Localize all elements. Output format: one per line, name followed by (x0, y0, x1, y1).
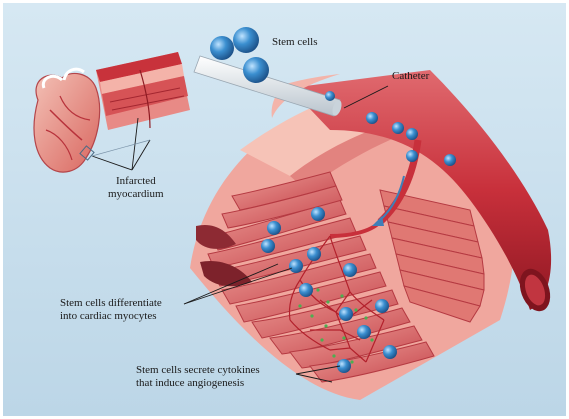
stem-cell (383, 345, 397, 359)
stem-cell (325, 91, 335, 101)
infarcted-myocardium-label-line2: myocardium (108, 188, 164, 200)
differentiate-label-line2: into cardiac myocytes (60, 310, 157, 322)
stem-cell (210, 36, 234, 60)
infarcted-myocardium-label-line1: Infarcted (116, 175, 156, 187)
stem-cell (375, 299, 389, 313)
stem-cell (267, 221, 281, 235)
catheter-label: Catheter (392, 70, 429, 82)
stem-cell (233, 27, 259, 53)
stem-cell (392, 122, 404, 134)
stem-cell (357, 325, 371, 339)
stem-cell (311, 207, 325, 221)
cytokines-label-line2: that induce angiogenesis (136, 377, 244, 389)
stem-cell (243, 57, 269, 83)
stem-cell (307, 247, 321, 261)
cytokines-label-line1: Stem cells secrete cytokines (136, 364, 260, 376)
stem-cell (406, 128, 418, 140)
stem-cell (366, 112, 378, 124)
stem-cell (299, 283, 313, 297)
stem-cell (444, 154, 456, 166)
stem-cell (406, 150, 418, 162)
differentiate-label-line1: Stem cells differentiate (60, 297, 162, 309)
stem-cells-label: Stem cells (272, 36, 318, 48)
stem-cell (289, 259, 303, 273)
stem-cell (339, 307, 353, 321)
stem-cell (261, 239, 275, 253)
stem-cell (343, 263, 357, 277)
